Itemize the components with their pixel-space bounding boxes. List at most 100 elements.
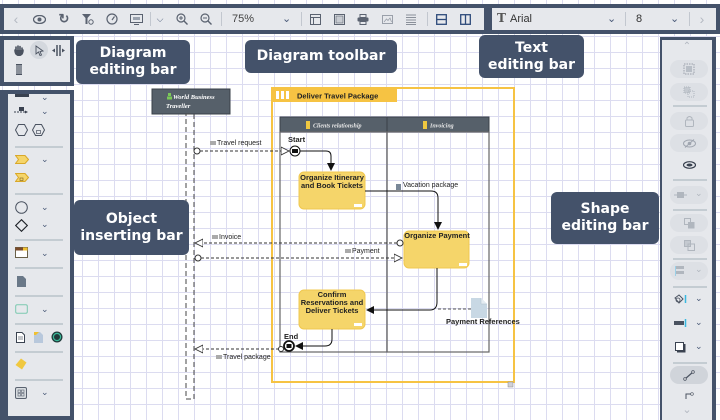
participant-world-business-traveller[interactable]: World Business Traveller — [151, 88, 231, 115]
line-color-icon[interactable] — [672, 316, 688, 330]
chevron-down-icon[interactable]: ⌄ — [41, 154, 49, 164]
end-event[interactable]: End — [283, 332, 299, 352]
lines-icon[interactable] — [404, 9, 418, 29]
scroll-down-icon[interactable]: ⌄ — [682, 403, 692, 416]
split-vertical-icon[interactable] — [458, 9, 472, 29]
elbow-connector-icon[interactable] — [682, 389, 696, 401]
database-circle-icon[interactable] — [50, 330, 64, 344]
chevron-down-icon[interactable]: ⌄ — [695, 293, 703, 303]
svg-text:Travel package: Travel package — [223, 354, 271, 361]
hand-icon[interactable] — [12, 42, 26, 58]
event-subprocess-icon[interactable] — [14, 153, 30, 165]
message-travel-request[interactable]: Travel request — [193, 140, 289, 154]
pool-title: Deliver Travel Package — [297, 92, 378, 101]
chevron-down-icon[interactable]: ⌄ — [41, 304, 49, 314]
separator — [15, 146, 63, 148]
scroll-up-icon[interactable]: ⌃ — [682, 40, 692, 52]
lock-button[interactable] — [670, 112, 708, 130]
filter-icon[interactable] — [80, 9, 96, 29]
circle-event-icon[interactable] — [14, 200, 28, 214]
task-organize-payment[interactable]: Organize Payment — [403, 230, 470, 269]
vertical-space-icon[interactable] — [12, 61, 26, 77]
data-store-icon[interactable] — [32, 330, 44, 344]
horizontal-space-icon[interactable] — [50, 42, 66, 58]
chevron-down-icon[interactable]: ⌄ — [41, 219, 49, 229]
zoom-in-icon[interactable] — [175, 9, 189, 29]
start-event[interactable]: Start — [288, 135, 306, 157]
frame-icon[interactable] — [332, 9, 346, 29]
flow-start-to-itinerary[interactable] — [300, 150, 335, 171]
hexagon-icon[interactable] — [14, 123, 28, 137]
chevron-down-icon[interactable]: ⌄ — [41, 387, 49, 397]
hexagon-collapsed-icon[interactable] — [31, 123, 45, 137]
font-family-select[interactable]: T Arial ⌄ — [493, 9, 621, 29]
sticky-note-icon[interactable] — [14, 357, 28, 371]
fill-color-icon[interactable] — [672, 292, 688, 306]
bring-front-icon — [683, 217, 694, 228]
pointer-button[interactable] — [30, 41, 48, 59]
align-button[interactable]: ⌄ — [670, 186, 708, 204]
chevron-down-icon[interactable]: ⌄ — [41, 248, 49, 258]
text-annotation-icon[interactable] — [14, 302, 28, 316]
ungroup-button[interactable] — [670, 83, 708, 101]
svg-text:Invoice: Invoice — [219, 234, 241, 241]
callout-text: Text editing bar — [487, 39, 576, 73]
flow-itinerary-to-payment[interactable] — [365, 190, 442, 230]
message-invoice[interactable]: Invoice — [195, 234, 404, 246]
shadow-icon[interactable] — [672, 340, 688, 354]
zoom-out-icon[interactable] — [199, 9, 213, 29]
lane-tool-icon[interactable] — [15, 94, 29, 97]
split-horizontal-icon[interactable] — [434, 9, 448, 29]
chevron-down-icon[interactable]: ⌄ — [695, 317, 703, 327]
chevron-down-icon[interactable]: ⌄ — [41, 92, 49, 102]
flow-confirm-to-end[interactable] — [295, 329, 333, 350]
separator — [15, 239, 63, 241]
group-button[interactable] — [670, 60, 708, 78]
task-organize-itinerary[interactable]: Organize Itinerary and Book Tickets — [298, 171, 366, 210]
screen-icon[interactable] — [128, 9, 144, 29]
forward-icon[interactable]: › — [699, 11, 705, 27]
svg-text:Reservations and: Reservations and — [301, 298, 364, 307]
participant-label-line2: Traveller — [166, 103, 191, 110]
callout-diagram-editing-bar: Diagram editing bar — [76, 40, 190, 84]
chevron-down-icon[interactable]: ⌄ — [695, 341, 703, 351]
svg-text:Deliver Tickets: Deliver Tickets — [306, 306, 359, 315]
chevron-down-icon[interactable]: ⌄ — [41, 202, 49, 212]
table-grid-icon[interactable] — [14, 386, 28, 400]
distribute-button[interactable]: ⌄ — [670, 262, 708, 280]
zoom-select[interactable]: 75% ⌄ — [224, 9, 298, 29]
arrange-button[interactable] — [670, 214, 708, 232]
layout-icon[interactable] — [308, 9, 322, 29]
refresh-icon[interactable]: ↻ — [58, 11, 70, 26]
resize-handle[interactable] — [507, 381, 514, 388]
eye-icon[interactable] — [682, 158, 696, 172]
data-object-icon[interactable] — [15, 274, 27, 288]
gateway-diamond-icon[interactable] — [14, 218, 28, 232]
image-icon[interactable] — [380, 9, 394, 29]
back-icon[interactable]: ‹ — [13, 11, 19, 27]
send-back-icon — [683, 239, 695, 251]
task-confirm-reservations[interactable]: Confirm Reservations and Deliver Tickets — [298, 289, 366, 330]
gauge-icon[interactable] — [104, 9, 120, 29]
event-subprocess-collapsed-icon[interactable] — [14, 171, 30, 183]
eye-icon[interactable] — [31, 9, 47, 29]
pool-tool-icon[interactable] — [14, 245, 28, 259]
document-icon[interactable] — [14, 330, 26, 344]
font-size-select[interactable]: 8 ⌄ — [628, 9, 686, 29]
data-object-payment-references[interactable]: Payment References — [438, 298, 520, 326]
message-travel-package[interactable]: Travel package — [195, 347, 284, 362]
chevron-down-icon: ⌄ — [670, 13, 680, 25]
flow-payment-to-confirm[interactable] — [366, 268, 438, 314]
send-back-button[interactable] — [670, 236, 708, 254]
straight-connector-button[interactable] — [670, 366, 708, 384]
chevron-down-icon[interactable]: ⌄ — [41, 106, 49, 116]
hide-button[interactable] — [670, 134, 708, 152]
message-payment[interactable]: Payment — [194, 248, 402, 261]
svg-text:Vacation package: Vacation package — [403, 182, 458, 189]
lane-invoicing[interactable]: Invoicing — [386, 116, 490, 353]
pool-deliver-travel-package[interactable]: Deliver Travel Package — [271, 87, 515, 388]
chevron-down-icon[interactable]: ⌵ — [156, 13, 164, 24]
print-icon[interactable] — [356, 9, 370, 29]
message-tool-icon[interactable] — [13, 105, 29, 117]
participant-lifeline — [185, 113, 195, 400]
